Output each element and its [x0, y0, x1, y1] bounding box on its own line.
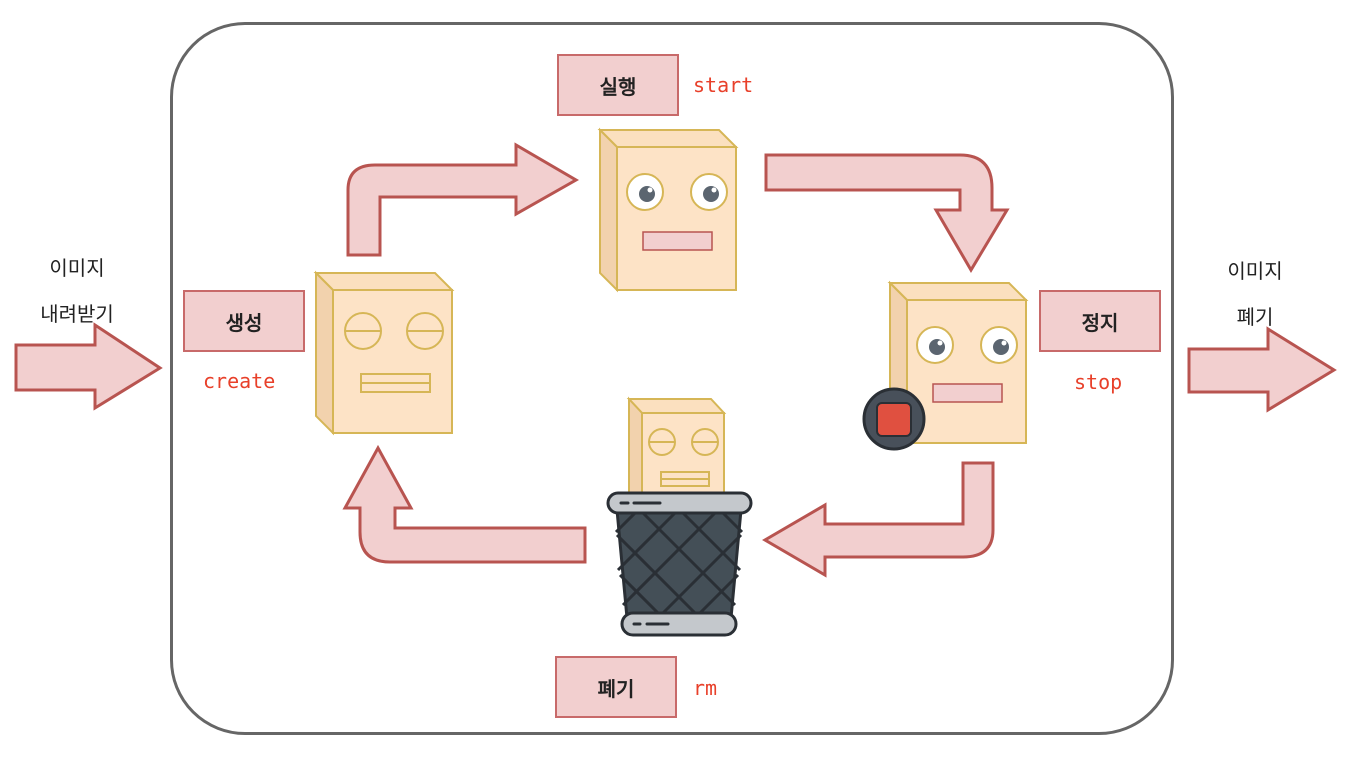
- trash-can-icon: [606, 491, 753, 637]
- remove-image-label: 이미지 폐기: [1200, 255, 1310, 330]
- pull-image-label: 이미지 내려받기: [22, 252, 132, 327]
- container-in-trash-icon: [626, 396, 727, 501]
- stage-rm-box: 폐기: [555, 656, 677, 718]
- pull-image-label-line1: 이미지: [49, 256, 105, 280]
- container-sleeping-icon: [313, 270, 455, 436]
- pull-image-arrow: [14, 322, 163, 411]
- container-awake-icon: [597, 127, 739, 293]
- pull-image-label-line2: 내려받기: [40, 302, 114, 326]
- stage-start-command: start: [693, 73, 754, 97]
- arrow-create-to-start: [346, 142, 580, 257]
- stage-create-command: create: [203, 369, 276, 393]
- remove-image-label-line1: 이미지: [1227, 259, 1283, 283]
- stage-rm-command: rm: [693, 676, 718, 700]
- arrow-stop-to-rm: [762, 461, 995, 578]
- stage-stop-box: 정지: [1039, 290, 1161, 352]
- stage-start-box: 실행: [557, 54, 679, 116]
- arrow-rm-to-create: [342, 444, 587, 564]
- stage-stop-command: stop: [1074, 370, 1123, 394]
- remove-image-label-line2: 폐기: [1236, 305, 1274, 329]
- arrow-start-to-stop: [764, 153, 1010, 273]
- stage-create-box: 생성: [183, 290, 305, 352]
- remove-image-arrow: [1187, 326, 1337, 413]
- stop-button-icon: [862, 387, 926, 451]
- lifecycle-frame: [170, 22, 1174, 735]
